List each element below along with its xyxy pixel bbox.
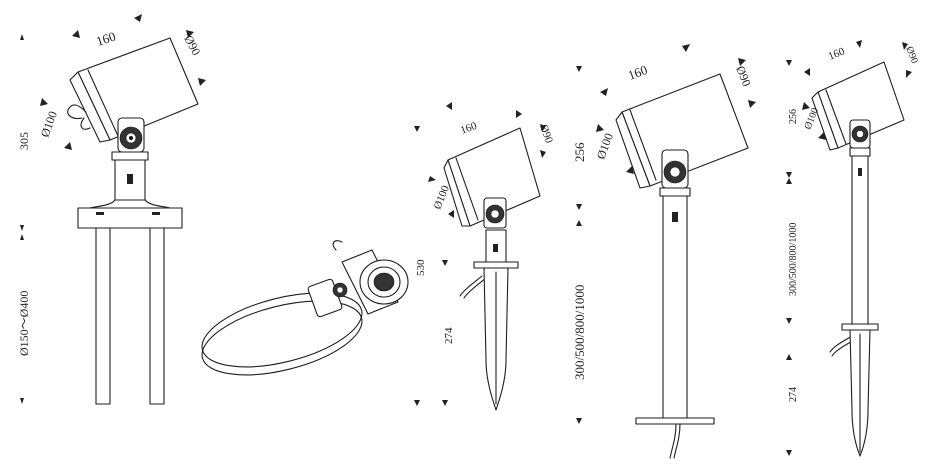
dim-head-dia: Ø90 — [733, 64, 754, 88]
dim-base-range: Ø150～Ø400 — [17, 291, 31, 356]
view-tall-pole: 160 Ø90 Ø100 256 300/500/800/1000 — [572, 44, 756, 459]
view-ring-clamp — [201, 240, 409, 376]
view-short-spike: 160 Ø90 Ø100 530 274 — [414, 102, 555, 411]
dim-pole-heights: 300/500/800/1000 — [788, 223, 799, 296]
dim-length: 160 — [459, 120, 479, 137]
view-tripod-mount: 160 Ø90 Ø100 305 Ø150～Ø400 — [17, 14, 206, 405]
dim-neck-dia: Ø100 — [594, 131, 616, 161]
base-plate — [77, 207, 183, 229]
dim-neck-dia: Ø100 — [432, 184, 452, 212]
spot-head — [615, 73, 749, 189]
swivel-knuckle — [117, 117, 145, 153]
dim-length: 160 — [94, 29, 117, 49]
dim-neck-dia: Ø100 — [38, 109, 60, 139]
dim-head-dia: Ø90 — [903, 45, 920, 65]
flange — [89, 199, 171, 209]
dim-spike: 274 — [788, 387, 799, 402]
spot-head — [67, 37, 199, 143]
spot-head — [811, 61, 905, 151]
dim-spike: 274 — [443, 327, 455, 344]
dim-length: 160 — [827, 45, 847, 62]
leg-right — [149, 227, 165, 405]
leg-left — [95, 227, 111, 405]
dim-head-dia: Ø90 — [537, 123, 555, 145]
spot-head — [443, 127, 541, 227]
ground-plate — [635, 417, 715, 425]
pole — [662, 195, 688, 419]
pole — [851, 155, 869, 325]
ring-spot-head — [332, 240, 409, 315]
dim-head-height: 256 — [788, 109, 799, 124]
dim-pole-heights: 300/500/800/1000 — [572, 285, 587, 380]
dim-neck-dia: Ø100 — [803, 106, 822, 131]
dim-height: 305 — [17, 132, 31, 150]
view-tall-spike: 160 Ø90 Ø100 256 300/500/800/1000 274 — [786, 40, 920, 457]
dim-head-dia: Ø90 — [181, 33, 203, 58]
dim-length: 160 — [626, 62, 649, 83]
dim-head-height: 256 — [572, 142, 587, 162]
dim-total: 530 — [415, 259, 427, 276]
